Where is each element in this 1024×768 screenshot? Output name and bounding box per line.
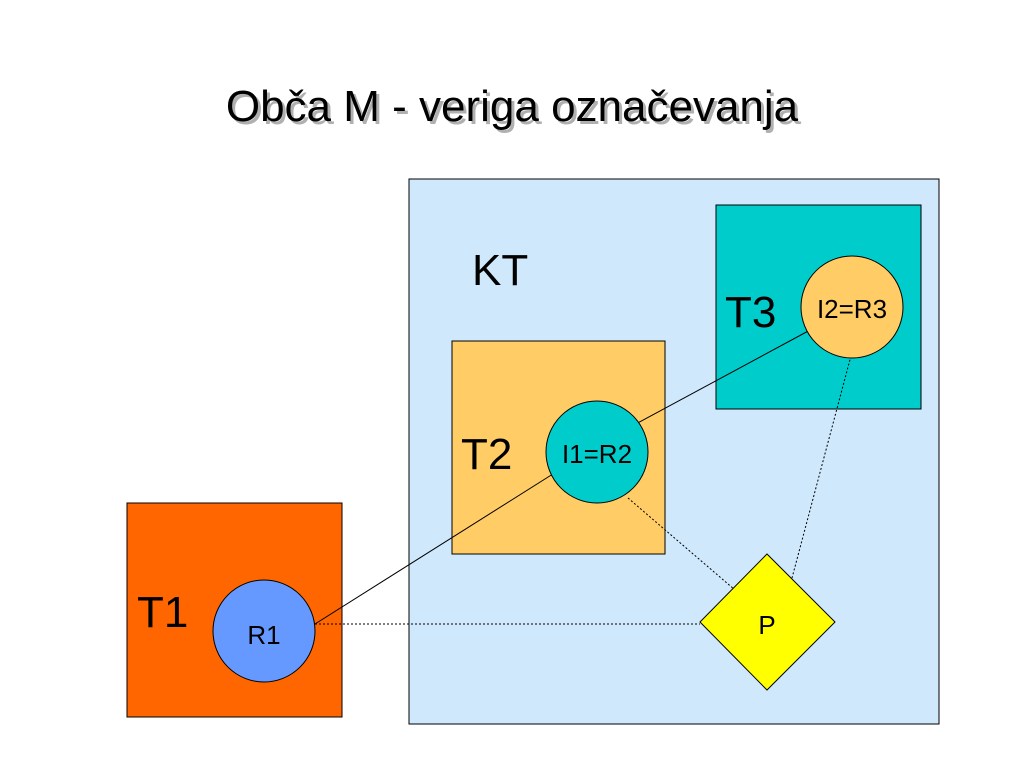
node-i1r2-label: I1=R2 bbox=[562, 439, 632, 469]
slide-title: Obča M - veriga označevanja bbox=[225, 82, 799, 131]
node-p bbox=[699, 553, 836, 691]
node-i1r2 bbox=[545, 400, 649, 504]
node-p-label: P bbox=[758, 610, 775, 640]
edge-i1r2-p bbox=[627, 497, 736, 591]
node-i2r3 bbox=[800, 255, 904, 359]
t3-label: T3 bbox=[725, 288, 776, 337]
kt-label: KT bbox=[472, 246, 528, 295]
edge-r1-i1r2 bbox=[314, 466, 565, 625]
t1-label: T1 bbox=[137, 588, 188, 637]
edge-i2r3-p bbox=[791, 351, 853, 579]
node-r1 bbox=[212, 579, 316, 683]
t2-label: T2 bbox=[461, 430, 512, 479]
node-i2r3-label: I2=R3 bbox=[817, 294, 887, 324]
node-r1-label: R1 bbox=[247, 620, 280, 650]
edge-i1r2-i2r3 bbox=[633, 328, 813, 426]
